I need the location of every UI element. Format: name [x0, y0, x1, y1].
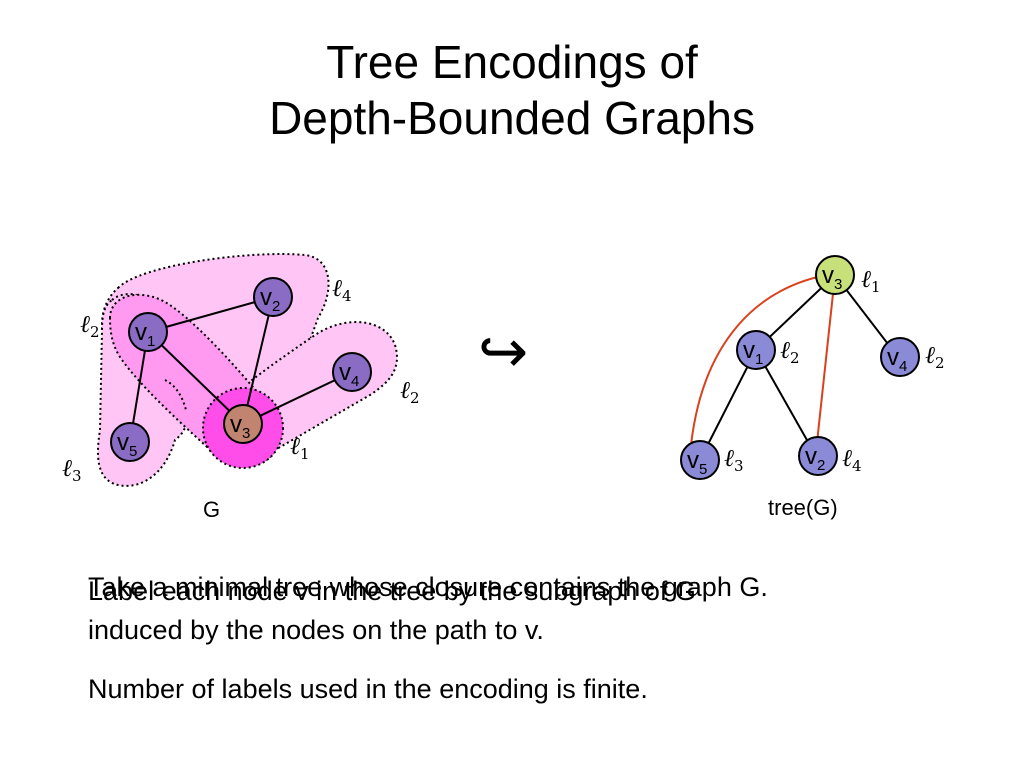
- svg-text:v1: v1: [135, 319, 155, 350]
- graph-node-v1: v1: [128, 312, 168, 352]
- tree-node-v2: v2 ℓ4: [798, 436, 862, 476]
- graph-label-l4: ℓ4: [332, 274, 352, 305]
- hook-arrow-icon: ↪: [478, 317, 528, 387]
- svg-text:v1: v1: [743, 337, 763, 368]
- text-line-1a: Take a minimal tree whose closure contai…: [88, 572, 768, 602]
- graph-caption: G: [203, 497, 220, 522]
- tree-back-edge-v3-v5: [689, 273, 834, 456]
- graph-node-v1-letter: v: [135, 319, 147, 346]
- graph-node-v2-letter: v: [260, 284, 272, 311]
- tree-node-v5: v5 ℓ3: [680, 440, 744, 480]
- tree-label-v4: ℓ2: [925, 341, 945, 372]
- tree-back-edges: [689, 273, 836, 456]
- tree-node-v1: v1 ℓ2: [736, 330, 800, 370]
- tree-label-l1: ℓ1: [861, 265, 881, 296]
- tree-label-v2: ℓ4: [842, 444, 862, 475]
- graph-edge-v3-v4: [242, 371, 353, 425]
- graph-node-v3-letter: v: [230, 411, 242, 438]
- svg-text:v3: v3: [230, 411, 250, 442]
- graph-node-v4-sub: 4: [351, 373, 359, 390]
- graph-node-v1-sub: 1: [147, 333, 155, 350]
- tree-node-v3: v3 ℓ1: [815, 255, 881, 296]
- tree-back-edge-v3-v2: [815, 274, 836, 453]
- graph-edge-v1-v2: [147, 296, 274, 333]
- graph-node-v5-sub: 5: [129, 443, 137, 460]
- tree-edges: [699, 274, 899, 461]
- svg-text:v2: v2: [805, 443, 825, 474]
- graph-node-v3-sub: 3: [242, 425, 250, 442]
- graph-node-v3: v3: [223, 404, 263, 444]
- graph-edge-v2-v3: [242, 296, 274, 425]
- graph-node-v5: v5: [110, 422, 150, 462]
- graph-label-l2-left: ℓ2: [80, 310, 100, 341]
- text-line-3: Number of labels used in the encoding is…: [88, 674, 648, 704]
- title-line-2: Depth-Bounded Graphs: [269, 92, 755, 144]
- graph-node-v2-sub: 2: [272, 298, 280, 315]
- svg-text:v5: v5: [117, 429, 137, 460]
- title-line-1: Tree Encodings of: [326, 36, 698, 88]
- svg-text:v4: v4: [887, 344, 907, 375]
- tree-caption: tree(G): [768, 495, 838, 520]
- graph-label-l2-right: ℓ2: [400, 376, 420, 407]
- text-line-1b: Label each node v in the tree by the sub…: [88, 576, 696, 606]
- graph-edge-v1-v3: [147, 331, 244, 425]
- graph-label-l1: ℓ1: [290, 432, 310, 463]
- text-line-2: induced by the nodes on the path to v.: [88, 615, 544, 645]
- tree-edge-v1-v2: [755, 349, 817, 457]
- graph-label-l3: ℓ3: [62, 454, 82, 485]
- slide-title: Tree Encodings of Depth-Bounded Graphs: [0, 34, 1024, 146]
- tree-label-v1: ℓ2: [780, 336, 800, 367]
- svg-text:v2: v2: [260, 284, 280, 315]
- tree-edge-v1-v5: [699, 349, 757, 461]
- graph-node-v4-letter: v: [339, 359, 351, 386]
- svg-text:v4: v4: [339, 359, 359, 390]
- graph-node-v4: v4: [332, 352, 372, 392]
- svg-text:v3: v3: [822, 262, 842, 293]
- tree-label-v5: ℓ3: [724, 444, 744, 475]
- tree-node-v4: v4 ℓ2: [880, 337, 945, 377]
- svg-text:v5: v5: [687, 447, 707, 478]
- graph-node-v5-letter: v: [117, 429, 129, 456]
- graph-node-v2: v2: [253, 277, 293, 317]
